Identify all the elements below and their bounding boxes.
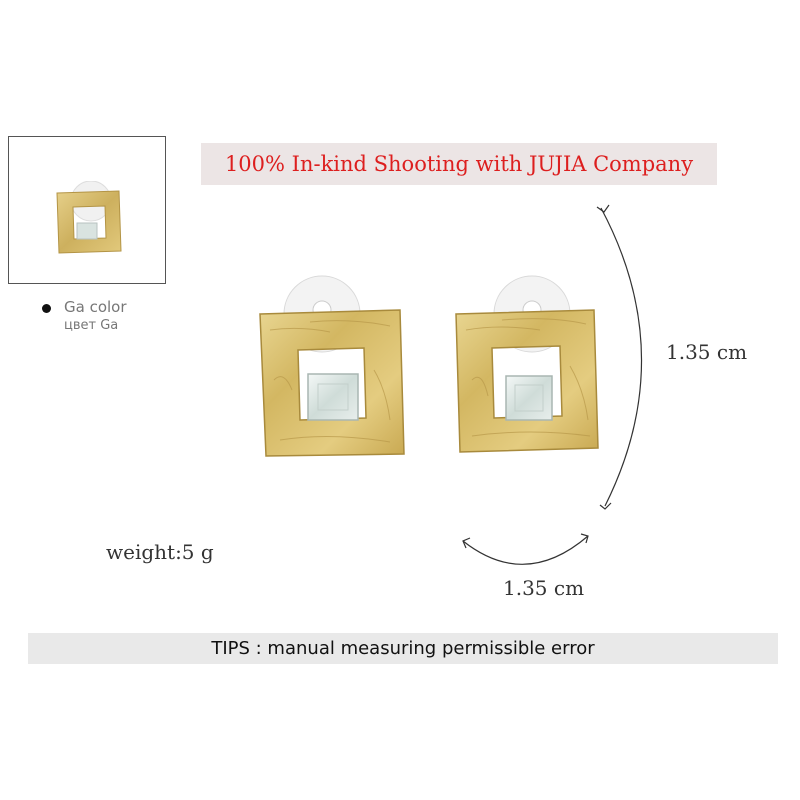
earrings-product-image xyxy=(259,275,599,457)
bullet-icon xyxy=(42,304,51,313)
variant-thumbnail[interactable] xyxy=(8,136,166,284)
arrowhead-icon xyxy=(462,537,471,549)
weight-label: weight:5 g xyxy=(106,540,214,564)
earring-thumbnail-image xyxy=(56,181,122,254)
vertical-dimension-arrow xyxy=(600,207,643,507)
tips-bar: TIPS : manual measuring permissible erro… xyxy=(28,633,778,664)
arrowhead-icon xyxy=(599,502,612,510)
horizontal-dimension-arrow xyxy=(462,535,589,565)
height-dimension-label: 1.35 cm xyxy=(666,340,748,364)
left-earring xyxy=(259,275,405,457)
right-earring xyxy=(455,275,599,453)
arrowhead-icon xyxy=(580,533,589,544)
variant-label-en: Ga color xyxy=(64,298,127,316)
variant-label-ru: цвет Ga xyxy=(64,318,119,333)
width-dimension-label: 1.35 cm xyxy=(503,576,585,600)
shooting-banner: 100% In-kind Shooting with JUJIA Company xyxy=(201,143,717,185)
arrowhead-icon xyxy=(596,204,610,213)
